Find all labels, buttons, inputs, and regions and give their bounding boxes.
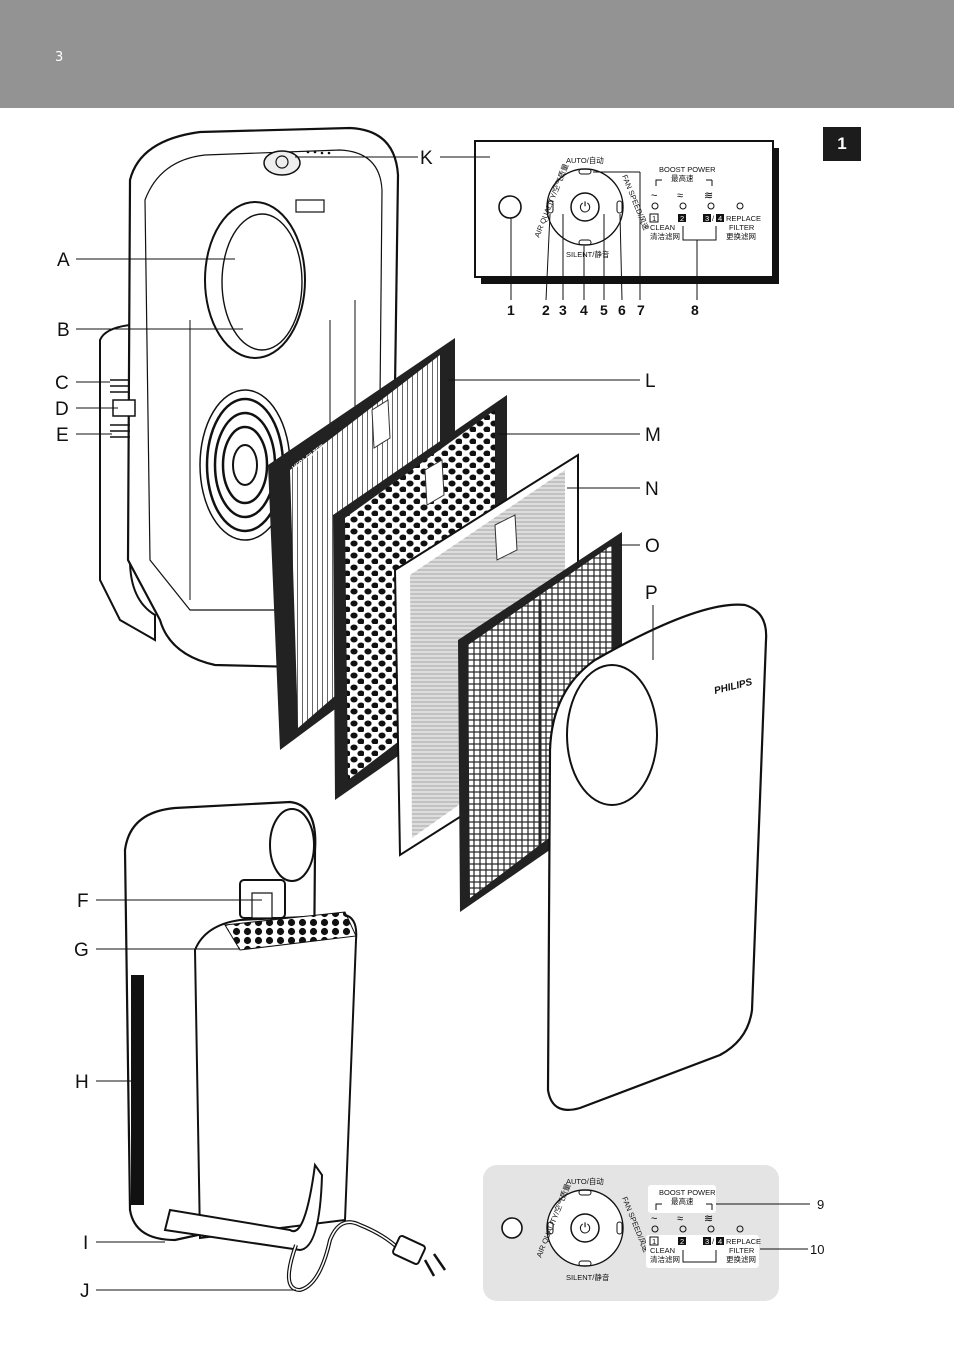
label-K: K	[420, 148, 433, 169]
label-E: E	[56, 425, 69, 446]
label-A: A	[57, 250, 70, 271]
svg-text:⏻: ⏻	[579, 200, 590, 216]
fan-level-1-icon: ~	[651, 190, 657, 202]
label-D: D	[55, 399, 69, 420]
lower-fan-level-2-icon: ≈	[677, 1213, 683, 1225]
callout-6: 6	[618, 302, 626, 318]
front-panel: PHILIPS	[546, 603, 768, 1111]
label-replace-cn: 更换滤网	[726, 231, 756, 241]
figure-number-badge: 1	[823, 127, 861, 161]
label-O: O	[645, 536, 660, 557]
key-4: 4	[718, 214, 722, 223]
label-F: F	[77, 891, 89, 912]
key-2: 2	[680, 214, 684, 223]
label-H: H	[75, 1072, 89, 1093]
purifier-body-bottom	[123, 800, 447, 1293]
callout-8: 8	[691, 302, 699, 318]
lower-label-auto: AUTO/自动	[566, 1176, 604, 1186]
lower-label-clean-cn: 清洁滤网	[650, 1254, 680, 1264]
control-panel-callout: ⏻ AUTO/自动 SILENT/静音 AIR QUALITY/空气质量 FAN…	[474, 140, 779, 318]
lower-label-filter: FILTER	[729, 1246, 755, 1255]
callout-1: 1	[507, 302, 515, 318]
label-N: N	[645, 479, 659, 500]
callout-9: 9	[817, 1197, 824, 1212]
svg-text:⏻: ⏻	[579, 1221, 590, 1237]
control-panel-lower: ⏻ AUTO/自动 SILENT/静音 AIR QUALITY/空气质量 FAN…	[483, 1165, 824, 1301]
lower-key-2: 2	[680, 1237, 684, 1246]
callout-4: 4	[580, 302, 588, 318]
lower-key-1: 1	[652, 1237, 656, 1246]
lower-key-sep: /	[712, 1237, 715, 1246]
lower-label-clean: CLEAN	[650, 1246, 675, 1255]
fan-level-2-icon: ≈	[677, 190, 683, 202]
callout-10: 10	[810, 1242, 824, 1257]
lower-key-3: 3	[705, 1237, 709, 1246]
lower-label-replace-cn: 更换滤网	[726, 1254, 756, 1264]
key-3: 3	[705, 214, 709, 223]
lower-label-replace: REPLACE	[726, 1237, 761, 1246]
lower-label-boost-power: BOOST POWER	[659, 1188, 716, 1197]
key-sep: /	[712, 214, 715, 223]
page-number: 3	[55, 50, 64, 65]
lower-fan-level-3-icon: ≋	[704, 1213, 713, 1225]
label-C: C	[55, 373, 69, 394]
lower-key-4: 4	[718, 1237, 722, 1246]
label-P: P	[645, 583, 658, 604]
label-I: I	[83, 1233, 88, 1254]
callout-7: 7	[637, 302, 645, 318]
fan-level-3-icon: ≋	[704, 190, 713, 202]
page-header: 3	[0, 0, 954, 108]
lower-fan-level-1-icon: ~	[651, 1213, 657, 1225]
leader-lines	[76, 156, 654, 1291]
label-replace: REPLACE	[726, 214, 761, 223]
callout-3: 3	[559, 302, 567, 318]
callout-5: 5	[600, 302, 608, 318]
label-J: J	[80, 1281, 90, 1302]
label-B: B	[57, 320, 70, 341]
lower-label-boost-power-cn: 最高速	[671, 1196, 694, 1206]
label-clean-cn: 清洁滤网	[650, 231, 680, 241]
label-M: M	[645, 425, 661, 446]
label-G: G	[74, 940, 89, 961]
lower-label-silent: SILENT/静音	[566, 1272, 610, 1282]
label-silent: SILENT/静音	[566, 249, 610, 259]
label-clean: CLEAN	[650, 223, 675, 232]
key-1: 1	[652, 214, 656, 223]
callout-2: 2	[542, 302, 550, 318]
label-boost-power-cn: 最高速	[671, 173, 694, 183]
label-auto: AUTO/自动	[566, 155, 604, 165]
label-L: L	[645, 371, 656, 392]
label-filter: FILTER	[729, 223, 755, 232]
label-boost-power: BOOST POWER	[659, 165, 716, 174]
